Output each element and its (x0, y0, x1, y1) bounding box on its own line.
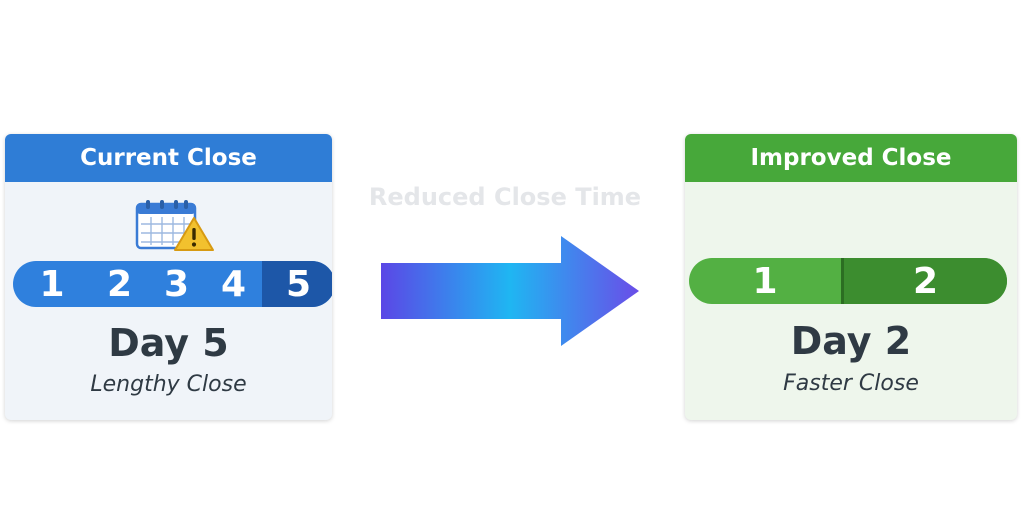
calendar-warning-icon (135, 200, 214, 251)
current-close-card: Current Close 1 2 3 4 5 Day 5 Lengthy Cl… (5, 134, 332, 420)
improved-timeline-day-1: 1 (752, 260, 778, 302)
timeline-day-5-active: 5 (262, 261, 332, 307)
transition-caption: Reduced Close Time (368, 183, 642, 211)
close-day-timeline: 1 2 3 4 5 (13, 261, 332, 307)
improved-timeline-day-2-active: 2 (841, 258, 1007, 304)
timeline-day-4: 4 (220, 263, 247, 305)
timeline-day-1: 1 (39, 263, 65, 305)
improved-close-title: Improved Close (685, 134, 1017, 182)
current-day-label: Day 5 (108, 321, 229, 365)
current-subtitle: Lengthy Close (90, 372, 247, 397)
improved-subtitle: Faster Close (783, 371, 919, 396)
improved-close-card: Improved Close 1 2 Day 2 Faster Close (685, 134, 1017, 420)
improved-day-timeline: 1 2 (689, 258, 1007, 304)
timeline-day-3: 3 (163, 263, 190, 305)
improved-day-label: Day 2 (790, 319, 912, 363)
current-close-title: Current Close (5, 134, 332, 182)
timeline-day-2: 2 (106, 263, 133, 305)
arrow-right-icon (381, 236, 639, 346)
